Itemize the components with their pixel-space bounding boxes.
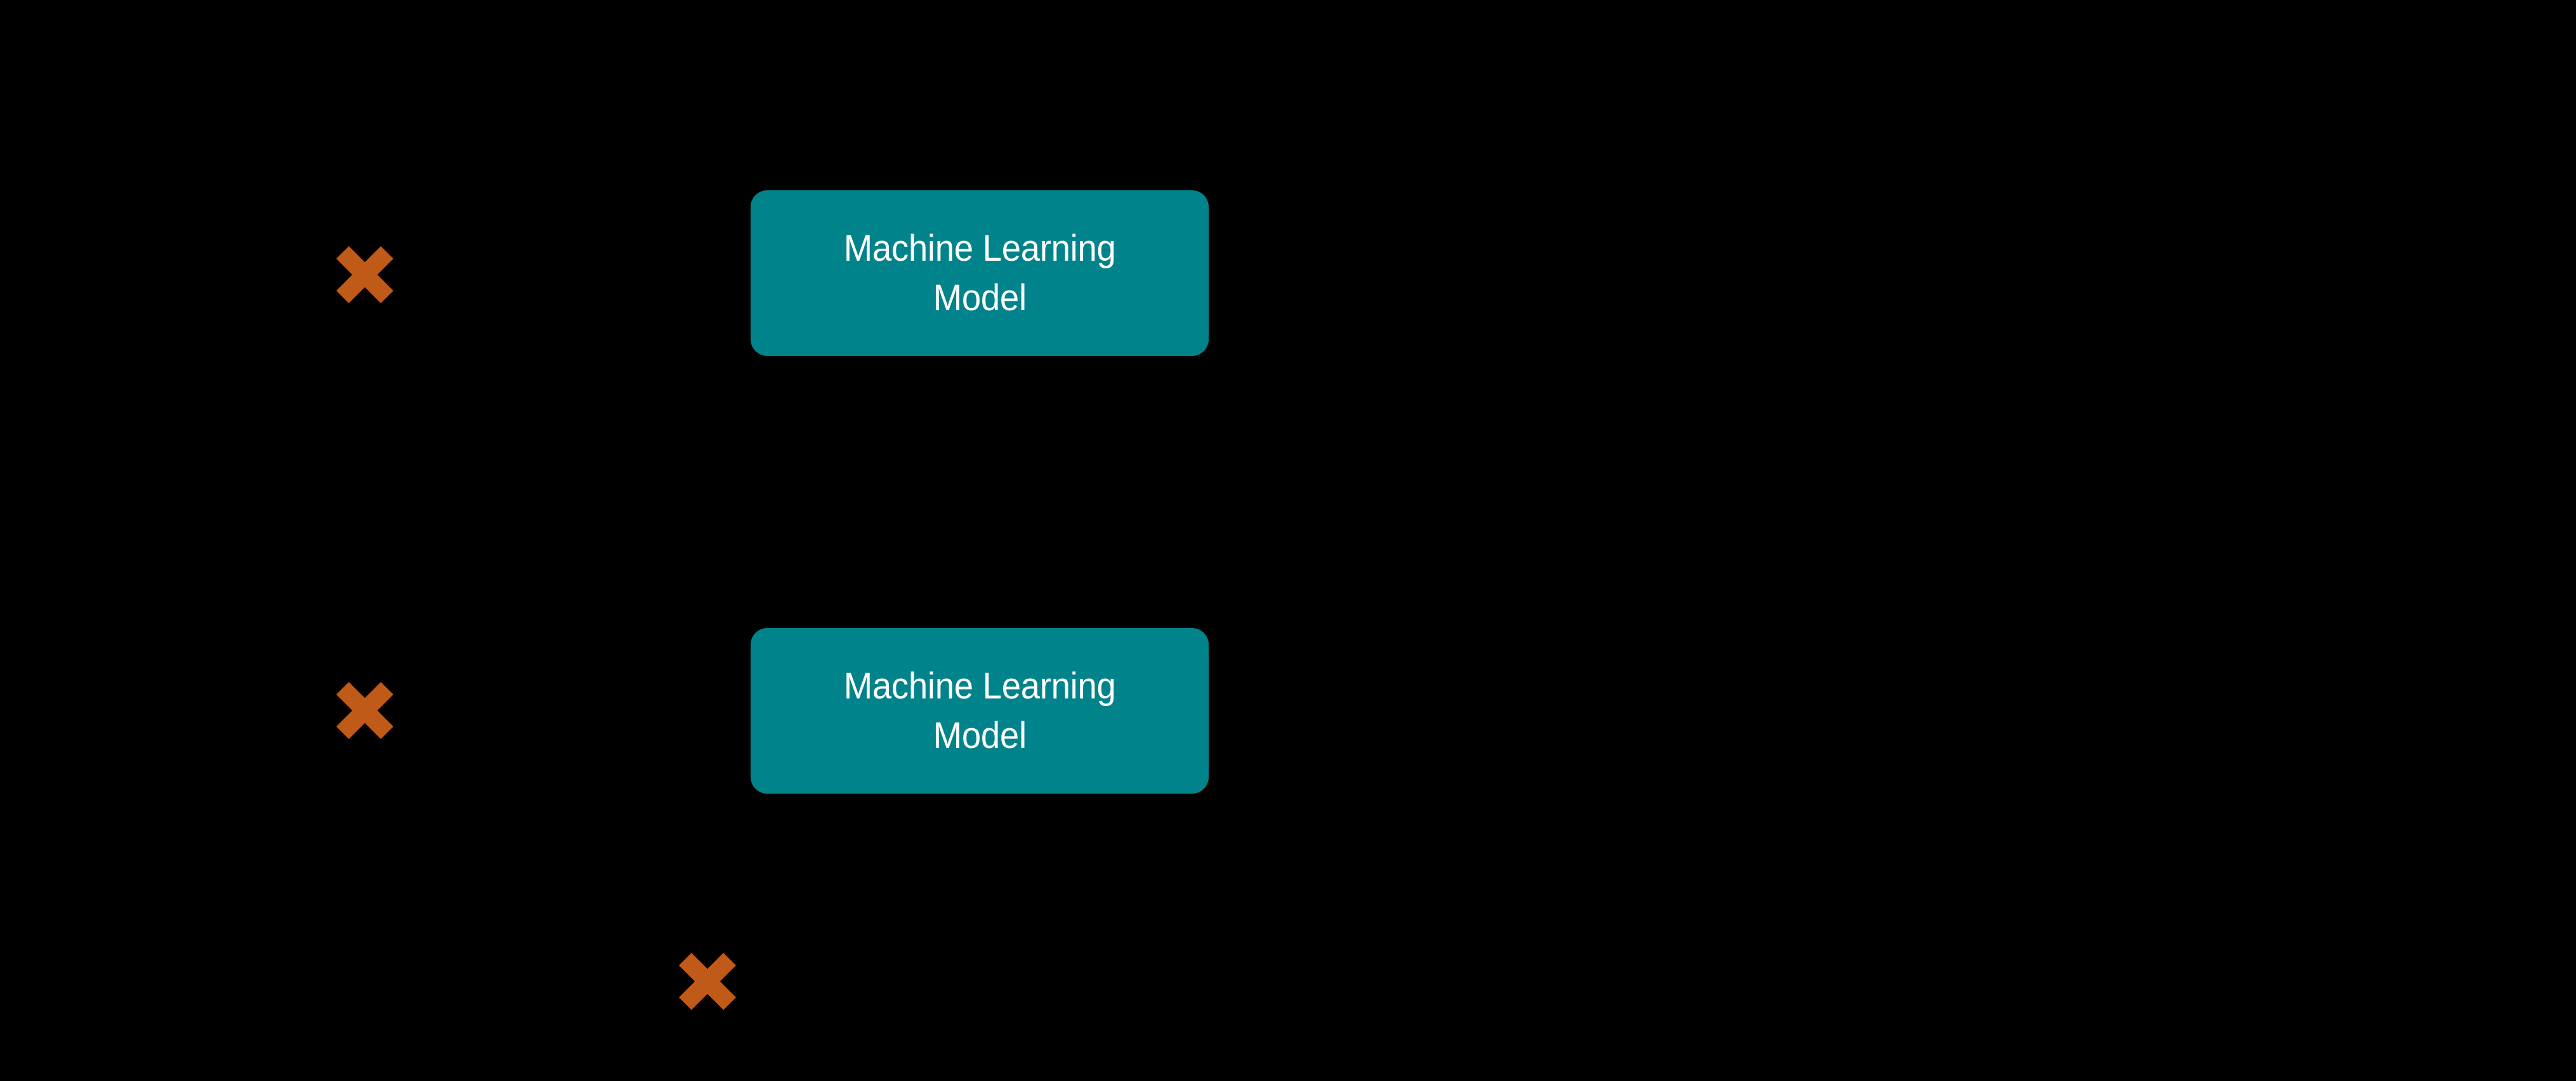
machine-learning-model-node[interactable]: Machine Learning Model [751, 190, 1209, 356]
model-box-label-line-1: Machine Learning [843, 665, 1116, 707]
model-box-label-line-2: Model [933, 277, 1027, 318]
model-box-label-line-1: Machine Learning [843, 228, 1116, 270]
cross-x-icon [336, 246, 393, 303]
cross-x-icon [336, 682, 393, 739]
cross-x-icon [679, 953, 736, 1010]
machine-learning-model-node[interactable]: Machine Learning Model [751, 628, 1209, 794]
model-box-label-line-2: Model [933, 714, 1027, 756]
